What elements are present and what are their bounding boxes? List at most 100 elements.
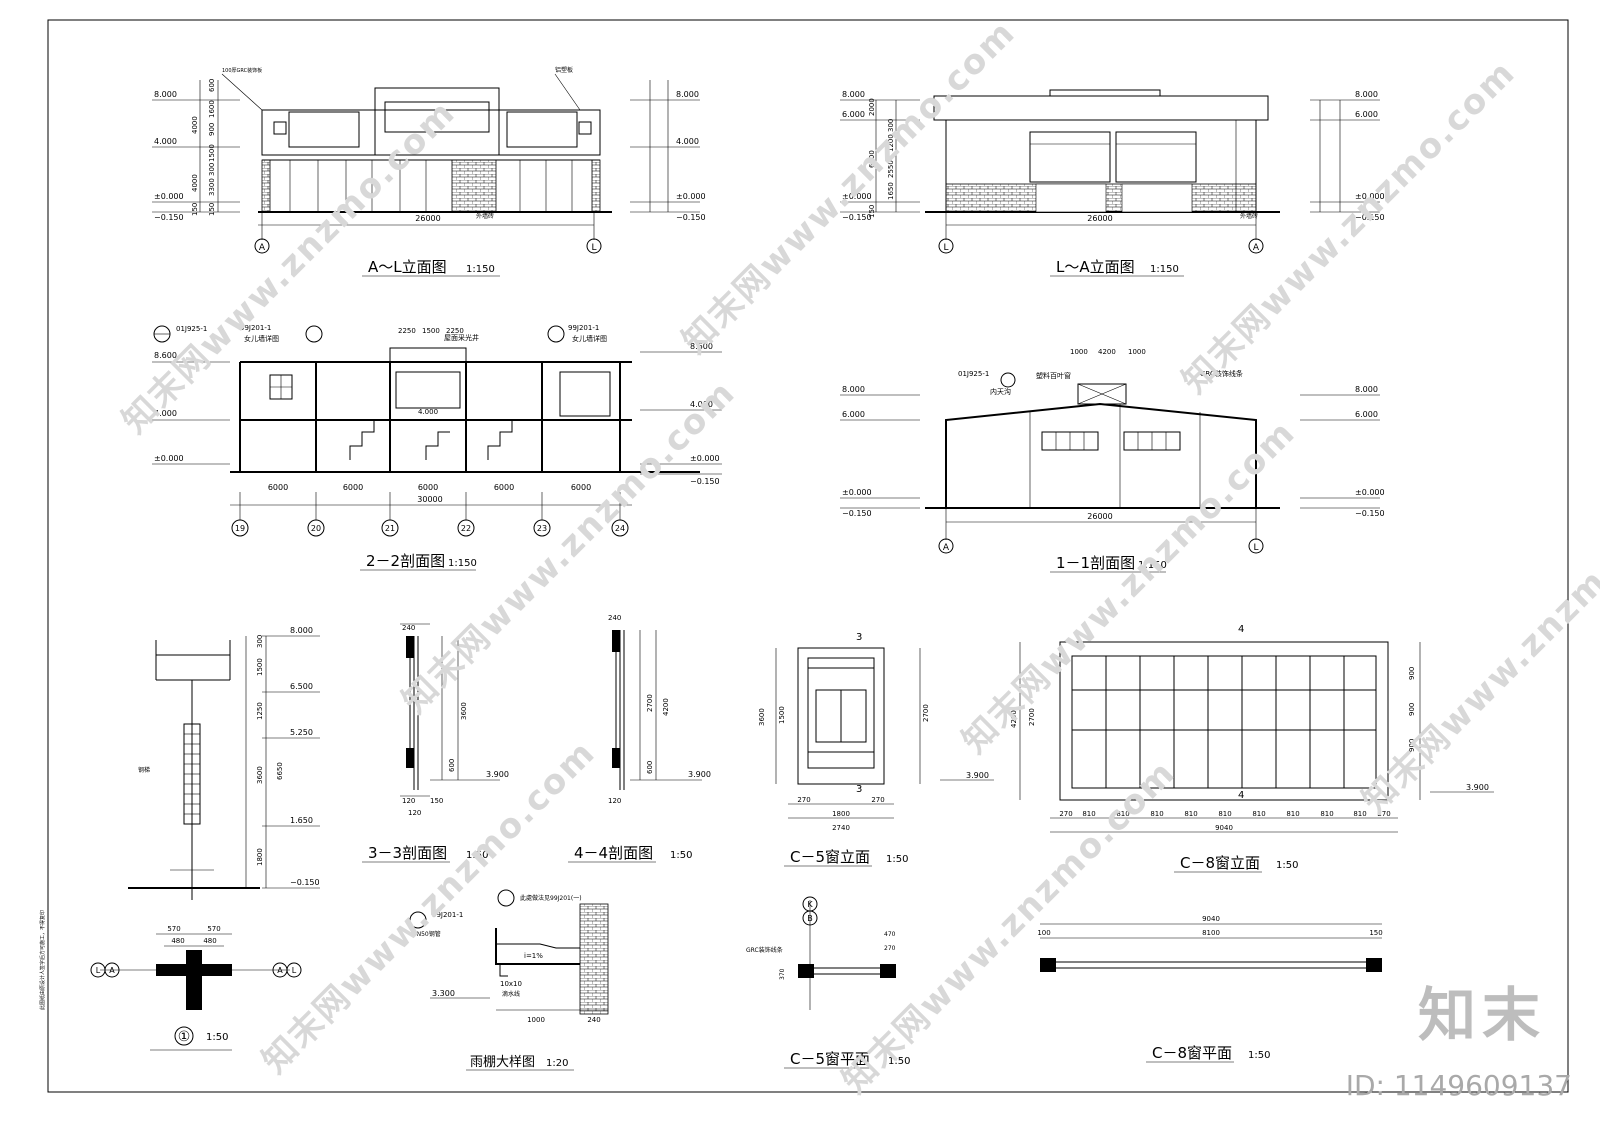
ref-01j925-s11: 01J925-1 bbox=[958, 370, 989, 378]
span-dimension: 26000 bbox=[415, 214, 440, 223]
c5p-dim-370: 370 bbox=[779, 968, 786, 980]
window-c8-plan: 9040 8100 100 150 C－8窗平面 1:50 bbox=[1037, 915, 1383, 1063]
axis-a-s11: A bbox=[943, 543, 950, 553]
dim-600: 600 bbox=[208, 79, 216, 92]
canopy-level: 3.300 bbox=[432, 989, 455, 998]
span-s11: 26000 bbox=[1087, 512, 1112, 521]
s33-bot-120: 120 bbox=[402, 797, 415, 805]
axis-k: K bbox=[807, 900, 813, 909]
title-window-c5: C－5窗立面 bbox=[790, 848, 870, 866]
scale-section-4-4: 1:50 bbox=[670, 850, 692, 861]
c5-level: 3.900 bbox=[966, 771, 989, 780]
c5-w-270b: 270 bbox=[871, 796, 884, 804]
scale-section-2-2: 1:150 bbox=[448, 558, 477, 569]
c8p-end-150: 150 bbox=[1369, 929, 1382, 937]
s44-level: 3.900 bbox=[688, 770, 711, 779]
axis-19: 19 bbox=[235, 524, 245, 533]
dim-150-la: 150 bbox=[868, 205, 876, 218]
title-window-c5-plan: C－5窗平面 bbox=[790, 1050, 870, 1068]
title-section-3-3: 3－3剖面图 bbox=[368, 844, 447, 862]
level-6000-la: 6.000 bbox=[842, 110, 865, 119]
scale-canopy: 1:20 bbox=[546, 1058, 568, 1069]
s44-dim-4200: 4200 bbox=[662, 698, 670, 716]
level-0000-right: ±0.000 bbox=[676, 192, 706, 201]
plan-dim-570b: 570 bbox=[207, 925, 220, 933]
level-4000-right: 4.000 bbox=[676, 137, 699, 146]
dim-1500: 1500 bbox=[208, 144, 216, 162]
scale-section-1-1: 1:150 bbox=[1138, 560, 1167, 571]
scale-section-3-3: 1:50 bbox=[466, 850, 488, 861]
level-mid-4000: 4.000 bbox=[418, 408, 438, 416]
elevation-l-a: L A 26000 外墙砖 8.000 6.000 ±0.000 −0.150 … bbox=[840, 89, 1385, 277]
axis-l-s11: L bbox=[1253, 543, 1258, 553]
title-section-1-1: 1－1剖面图 bbox=[1056, 554, 1135, 572]
c5-h-1500: 1500 bbox=[778, 706, 786, 724]
axis-label-l: L bbox=[591, 243, 596, 253]
dim-4000: 4000 bbox=[191, 116, 199, 134]
c8-w-5: 810 bbox=[1184, 810, 1197, 818]
level-6000-la-r: 6.000 bbox=[1355, 110, 1378, 119]
axis-21: 21 bbox=[385, 524, 395, 533]
dim-150b: 150 bbox=[191, 203, 199, 216]
bay-dim-4: 6000 bbox=[494, 483, 514, 492]
top-dim-s11-3: 1000 bbox=[1128, 348, 1146, 356]
c8-w-3: 810 bbox=[1116, 810, 1129, 818]
c8-h-4200: 4200 bbox=[1010, 710, 1018, 728]
level-6000-s11: 6.000 bbox=[842, 410, 865, 419]
c5-w-270a: 270 bbox=[797, 796, 810, 804]
brand-logo: 知末 bbox=[1417, 981, 1546, 1049]
axis-23: 23 bbox=[537, 524, 547, 533]
s33-dim-240: 240 bbox=[402, 624, 415, 632]
plan-dim-570a: 570 bbox=[167, 925, 180, 933]
c8-h-900c: 900 bbox=[1408, 739, 1416, 752]
level-5250-d1: 5.250 bbox=[290, 728, 313, 737]
level-8600: 8.600 bbox=[154, 351, 177, 360]
level-minus-0150-s22: −0.150 bbox=[690, 477, 720, 486]
canopy-drip-note: 滴水线 bbox=[502, 990, 520, 998]
canopy-ref1: 99J201-1 bbox=[432, 911, 463, 919]
note-steel-ladder: 钢梯 bbox=[138, 766, 150, 774]
dim-900: 900 bbox=[208, 123, 216, 136]
cut-mark-3-top: 3 bbox=[856, 632, 862, 643]
level-6500-d1: 6.500 bbox=[290, 682, 313, 691]
level-minus-0150-d1: −0.150 bbox=[290, 878, 320, 887]
dim-1650-la: 1650 bbox=[887, 182, 895, 200]
level-0000-s22-r: ±0.000 bbox=[690, 454, 720, 463]
dim-6000-la: 6000 bbox=[868, 150, 876, 168]
ref-99j201-right: 99J201-1 bbox=[568, 324, 599, 332]
axis-24: 24 bbox=[615, 524, 625, 533]
title-section-4-4: 4－4剖面图 bbox=[574, 844, 653, 862]
c8-w-8: 810 bbox=[1286, 810, 1299, 818]
callout-grc: 100厚GRC装饰板 bbox=[222, 67, 262, 74]
elevation-a-l: A L 26000 外墙砖 100厚GRC装饰板 铝塑板 8.000 4.000… bbox=[152, 66, 706, 277]
s44-dim-600: 600 bbox=[646, 761, 654, 774]
note-parapet-left: 女儿墙详图 bbox=[244, 334, 279, 343]
cut-mark-4-top: 4 bbox=[1238, 624, 1244, 635]
plan-dim-480b: 480 bbox=[203, 937, 216, 945]
level-8000-right: 8.000 bbox=[676, 90, 699, 99]
c8-w-9: 810 bbox=[1320, 810, 1333, 818]
section-2-2: 6000 6000 6000 6000 6000 30000 19 20 21 … bbox=[152, 324, 722, 571]
c8-h-900a: 900 bbox=[1408, 667, 1416, 680]
dim-300: 300 bbox=[208, 163, 216, 176]
title-canopy: 雨棚大样图 bbox=[470, 1055, 535, 1070]
scale-window-c5-plan: 1:50 bbox=[888, 1056, 910, 1067]
axis-l-plan-r: L bbox=[292, 966, 297, 975]
c8-w-6: 810 bbox=[1218, 810, 1231, 818]
title-elevation-a-l: A～L立面图 bbox=[368, 258, 447, 276]
level-8600-r: 8.600 bbox=[690, 342, 713, 351]
canopy-pipe: DN50钢管 bbox=[412, 930, 441, 938]
dim-4000b: 4000 bbox=[191, 174, 199, 192]
c8-w-1: 270 bbox=[1059, 810, 1072, 818]
axis-22: 22 bbox=[461, 524, 471, 533]
level-8000-la-r: 8.000 bbox=[1355, 90, 1378, 99]
dim-d1-1500: 1500 bbox=[256, 658, 264, 676]
s44-dim-2700: 2700 bbox=[646, 694, 654, 712]
level-minus-0150-s11: −0.150 bbox=[842, 509, 872, 518]
s33-dim-600: 600 bbox=[448, 759, 456, 772]
c5p-note-grc: GRC装饰线条 bbox=[746, 946, 783, 954]
detail-1-ladder: 钢梯 8.000 6.500 5.250 1.650 −0.150 300 15… bbox=[90, 626, 320, 1051]
level-4000: 4.000 bbox=[154, 137, 177, 146]
top-dim-3: 2250 bbox=[446, 327, 464, 335]
dim-d1-300: 300 bbox=[256, 635, 264, 648]
